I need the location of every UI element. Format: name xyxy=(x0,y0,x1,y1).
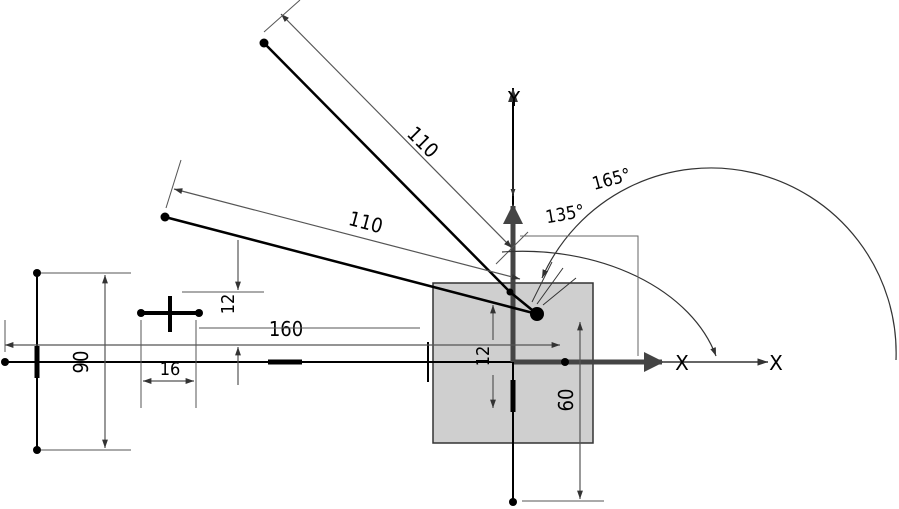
hatch xyxy=(542,277,577,306)
dim-label-160: 160 xyxy=(269,317,303,341)
angle-arc-135 xyxy=(501,250,717,357)
dim-label-90: 90 xyxy=(69,351,93,374)
axis-label-x-secondary: X xyxy=(769,351,783,375)
endpoint xyxy=(509,498,517,506)
dim-label-16: 16 xyxy=(160,359,181,380)
axis-label-y: Y xyxy=(507,87,521,111)
endpoint xyxy=(33,269,41,277)
angle-arc-165 xyxy=(541,167,897,361)
dim-label-lower-110: 110 xyxy=(346,206,385,238)
dim-line-upper xyxy=(280,13,513,249)
endpoint xyxy=(561,358,569,366)
endpoint xyxy=(1,358,9,366)
dim-ext-upper-start xyxy=(263,0,301,33)
endpoint xyxy=(160,212,170,222)
pivot-point xyxy=(530,307,544,321)
endpoint xyxy=(259,38,269,48)
hatch xyxy=(531,261,553,303)
angle-label-135: 135° xyxy=(544,201,586,228)
angle-label-165: 165° xyxy=(590,164,633,194)
hatch xyxy=(536,267,564,305)
dim-label-60: 60 xyxy=(554,389,578,412)
endpoint xyxy=(195,309,203,317)
endpoint xyxy=(137,309,145,317)
pivot-point-small xyxy=(506,288,514,296)
dim-line-lower xyxy=(173,188,521,280)
dim-ext-lower-start xyxy=(165,159,182,209)
dim-label-12-left: 12 xyxy=(218,294,239,315)
dim-label-12-box: 12 xyxy=(473,346,494,367)
endpoint xyxy=(33,446,41,454)
line-upper-110 xyxy=(263,42,511,293)
dim-label-upper-110: 110 xyxy=(402,121,443,162)
axis-label-x: X xyxy=(675,351,689,375)
